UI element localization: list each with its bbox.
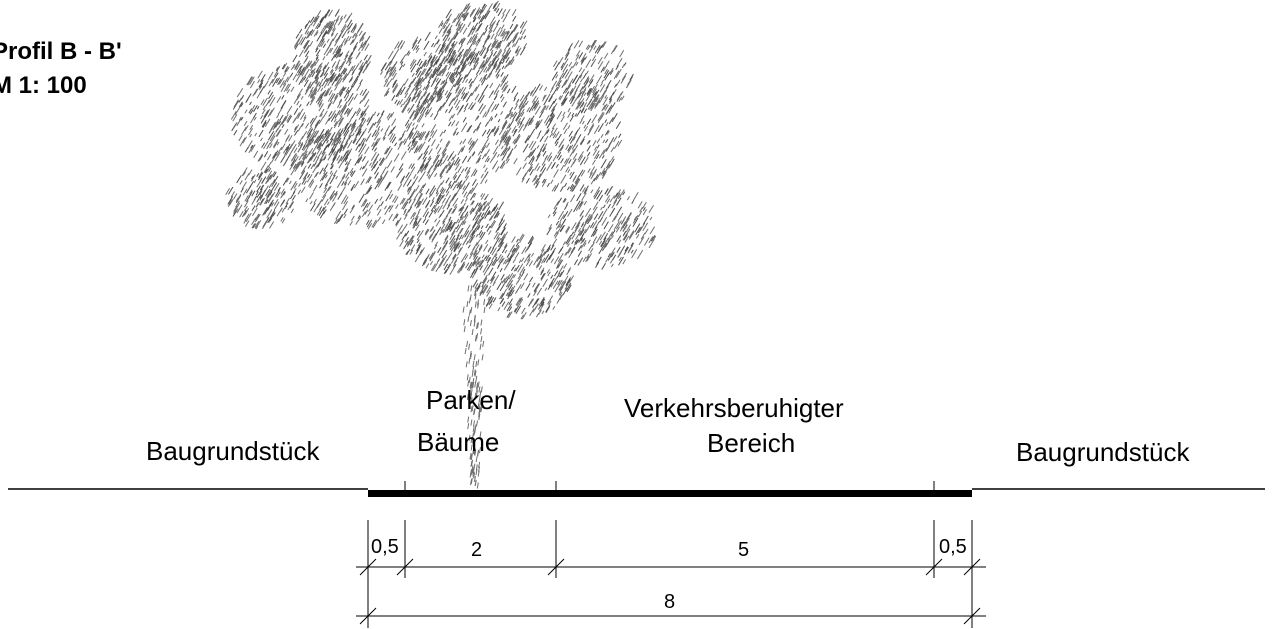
dimension-text-4: 0,5 <box>939 536 967 558</box>
dimension-text-total: 8 <box>664 591 676 613</box>
dimension-text-3: 5 <box>738 539 750 561</box>
dimension-text-1: 0,5 <box>371 536 399 558</box>
dimension-text-2: 2 <box>471 539 483 561</box>
deciduous-tree-icon <box>225 0 657 489</box>
zone-label-parking-1: Parken/ <box>426 385 516 415</box>
zone-label-right-plot: Baugrundstück <box>1016 437 1190 467</box>
zone-label-traffic-2: Bereich <box>707 428 796 458</box>
zone-label-left-plot: Baugrundstück <box>146 436 320 466</box>
drawing-scale: M 1: 100 <box>0 72 87 99</box>
drawing-title: Profil B - B' <box>0 38 122 65</box>
dimension-line-segments <box>356 520 986 578</box>
zone-label-parking-2: Bäume <box>417 427 500 457</box>
zone-label-traffic-1: Verkehrsberuhigter <box>624 393 844 423</box>
dimension-line-total <box>356 578 986 628</box>
street-surface <box>368 490 972 497</box>
